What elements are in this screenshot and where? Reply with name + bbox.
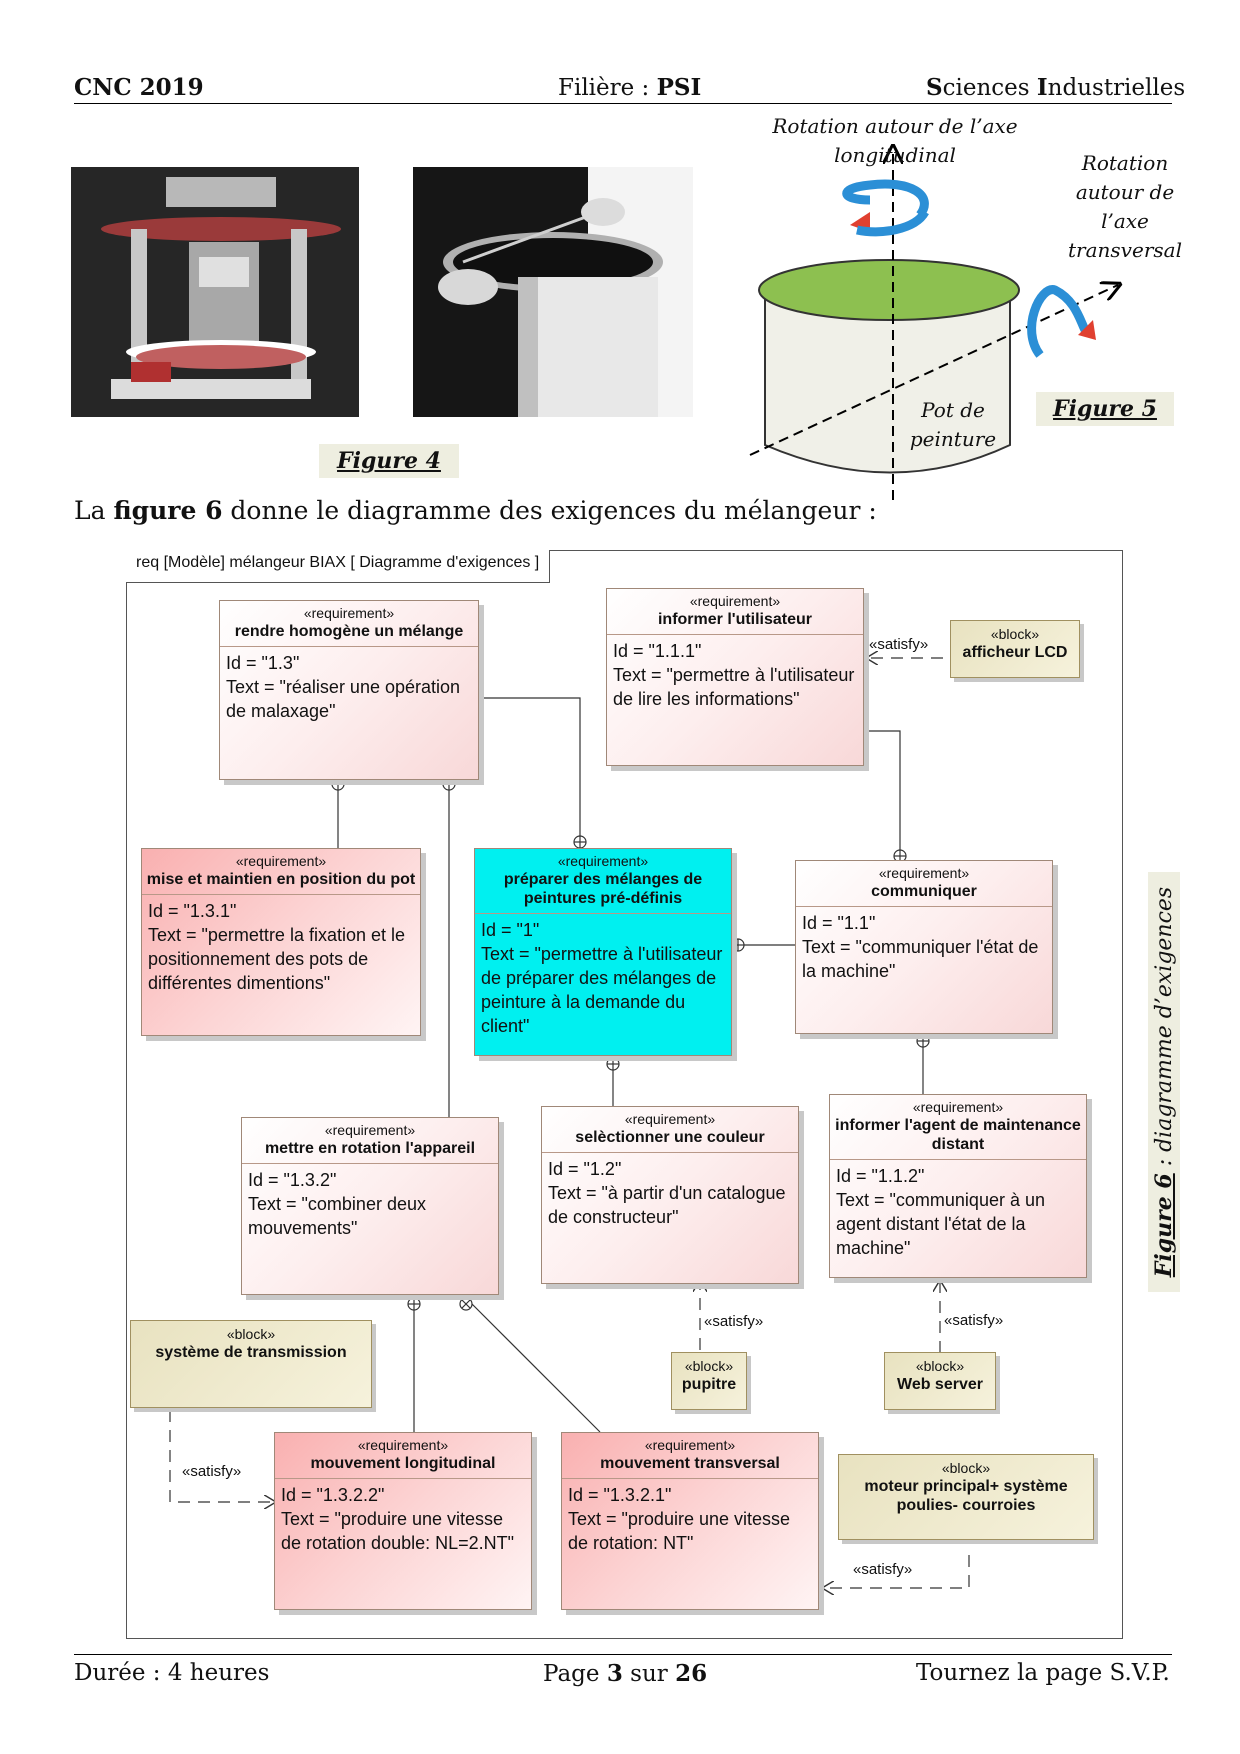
requirement-rendre-homogene: «requirement»rendre homogène un mélange …: [219, 600, 479, 780]
requirement-communiquer: «requirement»communiquer Id = "1.1"Text …: [795, 860, 1053, 1034]
requirement-mouvement-transversal: «requirement»mouvement transversal Id = …: [561, 1432, 819, 1610]
pot-label: Pot de peinture: [909, 398, 997, 451]
figure-6-side-label: Figure 6 : diagramme d’exigences: [1148, 872, 1180, 1292]
figure-4-label: Figure 4: [319, 444, 459, 478]
header-center: Filière : PSI: [558, 74, 702, 101]
requirement-mettre-en-rotation: «requirement»mettre en rotation l'appare…: [241, 1117, 499, 1295]
requirement-name: communiquer: [871, 883, 977, 900]
requirement-preparer-melanges: «requirement»préparer des mélanges de pe…: [474, 848, 732, 1056]
satisfy-label-moteur: «satisfy»: [853, 1561, 913, 1578]
requirement-name: préparer des mélanges de peintures pré-d…: [503, 871, 703, 907]
block-systeme-transmission: «block»système de transmission: [130, 1320, 372, 1408]
satisfy-label-lcd: «satisfy»: [869, 636, 929, 653]
footer-duration: Durée : 4 heures: [74, 1660, 270, 1686]
satisfy-label-web: «satisfy»: [944, 1312, 1004, 1329]
requirement-informer-utilisateur: «requirement»informer l'utilisateur Id =…: [606, 588, 864, 766]
block-pupitre: «block»pupitre: [671, 1352, 747, 1410]
header-right: Sciences Industrielles: [926, 74, 1186, 101]
requirement-mouvement-longitudinal: «requirement»mouvement longitudinal Id =…: [274, 1432, 532, 1610]
requirement-selectionner-couleur: «requirement»selèctionner une couleur Id…: [541, 1106, 799, 1284]
mixer-machine-photo: [71, 167, 359, 417]
block-web-server: «block»Web server: [884, 1352, 996, 1410]
requirement-name: mettre en rotation l'appareil: [264, 1140, 476, 1157]
block-afficheur-lcd: «block»afficheur LCD: [950, 620, 1080, 678]
requirement-mise-en-position: «requirement»mise et maintien en positio…: [141, 848, 421, 1036]
requirements-diagram-frame: [126, 550, 1123, 1639]
header-rule: [74, 103, 1172, 104]
diagram-frame-title: req [Modèle] mélangeur BIAX [ Diagramme …: [126, 550, 551, 583]
footer-rule: [74, 1654, 1172, 1655]
rotation-transversal-label: Rotation autour de l’axe transversal: [1068, 151, 1182, 262]
requirement-name: mouvement transversal: [600, 1455, 780, 1472]
satisfy-label-pupitre: «satisfy»: [704, 1313, 764, 1330]
intro-sentence: La figure 6 donne le diagramme des exige…: [74, 496, 877, 525]
requirement-name: informer l'utilisateur: [657, 611, 813, 628]
satisfy-label-transmission: «satisfy»: [182, 1463, 242, 1480]
footer-turn-page: Tournez la page S.V.P.: [916, 1660, 1170, 1686]
paint-bucket-photo: [413, 167, 693, 417]
requirement-name: selèctionner une couleur: [575, 1129, 765, 1146]
requirement-name: mise et maintien en position du pot: [146, 871, 416, 888]
header-left: CNC 2019: [74, 74, 204, 101]
footer-page: Page 3 sur 26: [543, 1660, 708, 1687]
requirement-name: mouvement longitudinal: [310, 1455, 496, 1472]
requirement-name: informer l'agent de maintenance distant: [835, 1117, 1081, 1153]
figure-5-drawing: [749, 0, 1240, 500]
rotation-longitudinal-label: Rotation autour de l’axe longitudinal: [772, 114, 1018, 167]
figure-5-label: Figure 5: [1036, 392, 1174, 426]
requirement-informer-agent: «requirement»informer l'agent de mainten…: [829, 1094, 1087, 1278]
requirement-name: rendre homogène un mélange: [234, 623, 464, 640]
block-moteur-principal: «block»moteur principal+ système poulies…: [838, 1454, 1094, 1540]
